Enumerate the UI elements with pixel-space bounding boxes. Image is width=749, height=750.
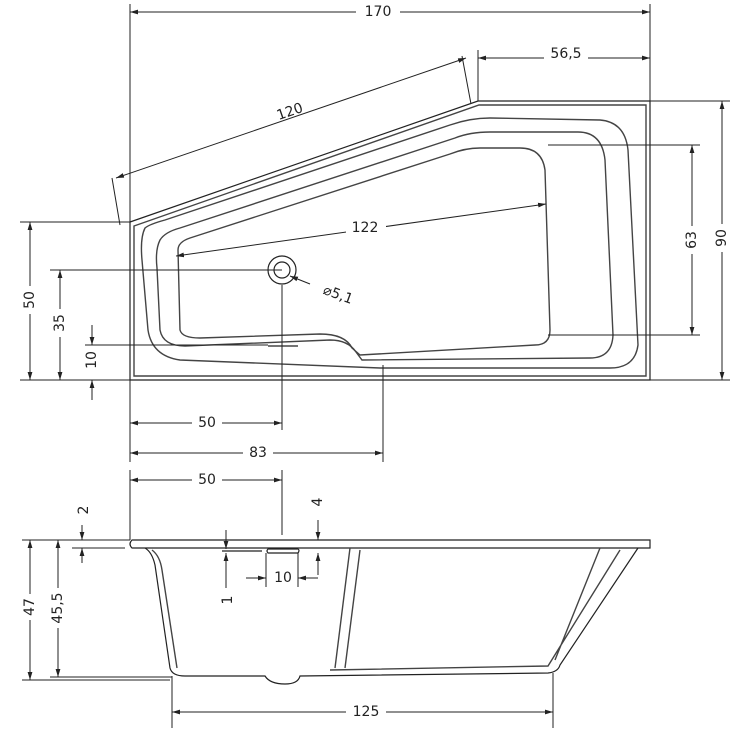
dim-label-10-step: 10 xyxy=(84,351,100,369)
tub-body-outer xyxy=(144,547,639,685)
dim-label-1: 1 xyxy=(220,596,236,605)
tub-body-inner xyxy=(151,547,621,671)
dim-label-63: 63 xyxy=(684,231,700,249)
overflow-slots xyxy=(222,548,300,554)
dim-label-125: 125 xyxy=(353,704,380,720)
dim-label-4: 4 xyxy=(310,497,326,506)
tub-floor xyxy=(177,147,551,356)
dim-label-47: 47 xyxy=(22,598,38,616)
dim-label-83: 83 xyxy=(249,445,267,461)
dim-label-drain-diameter: ⌀5,1 xyxy=(321,282,355,308)
dim-label-90: 90 xyxy=(714,229,730,247)
dim-label-122: 122 xyxy=(352,220,379,236)
drain-leader-line xyxy=(289,275,311,285)
dim-line-120 xyxy=(115,57,467,179)
dim-label-2: 2 xyxy=(76,506,92,515)
side-dim-label-50: 50 xyxy=(198,472,216,488)
dim-label-45-5: 45,5 xyxy=(50,592,66,623)
tub-outer-basin xyxy=(140,117,639,369)
dim-label-50-bottom: 50 xyxy=(198,415,216,431)
top-view: 170 56,5 120 122 63 90 50 35 10 50 83 ⌀5… xyxy=(20,3,731,462)
dim-label-35: 35 xyxy=(52,314,68,332)
dim-label-170: 170 xyxy=(365,4,392,20)
dim-label-120: 120 xyxy=(275,100,305,124)
side-view: 50 2 4 1 10 47 45,5 125 xyxy=(21,470,651,728)
dim-label-56-5: 56,5 xyxy=(550,46,581,62)
dim-label-50-left: 50 xyxy=(22,291,38,309)
side-extension-lines xyxy=(22,470,554,728)
tub-rim xyxy=(129,539,651,549)
dim-label-10-overflow: 10 xyxy=(274,570,292,586)
